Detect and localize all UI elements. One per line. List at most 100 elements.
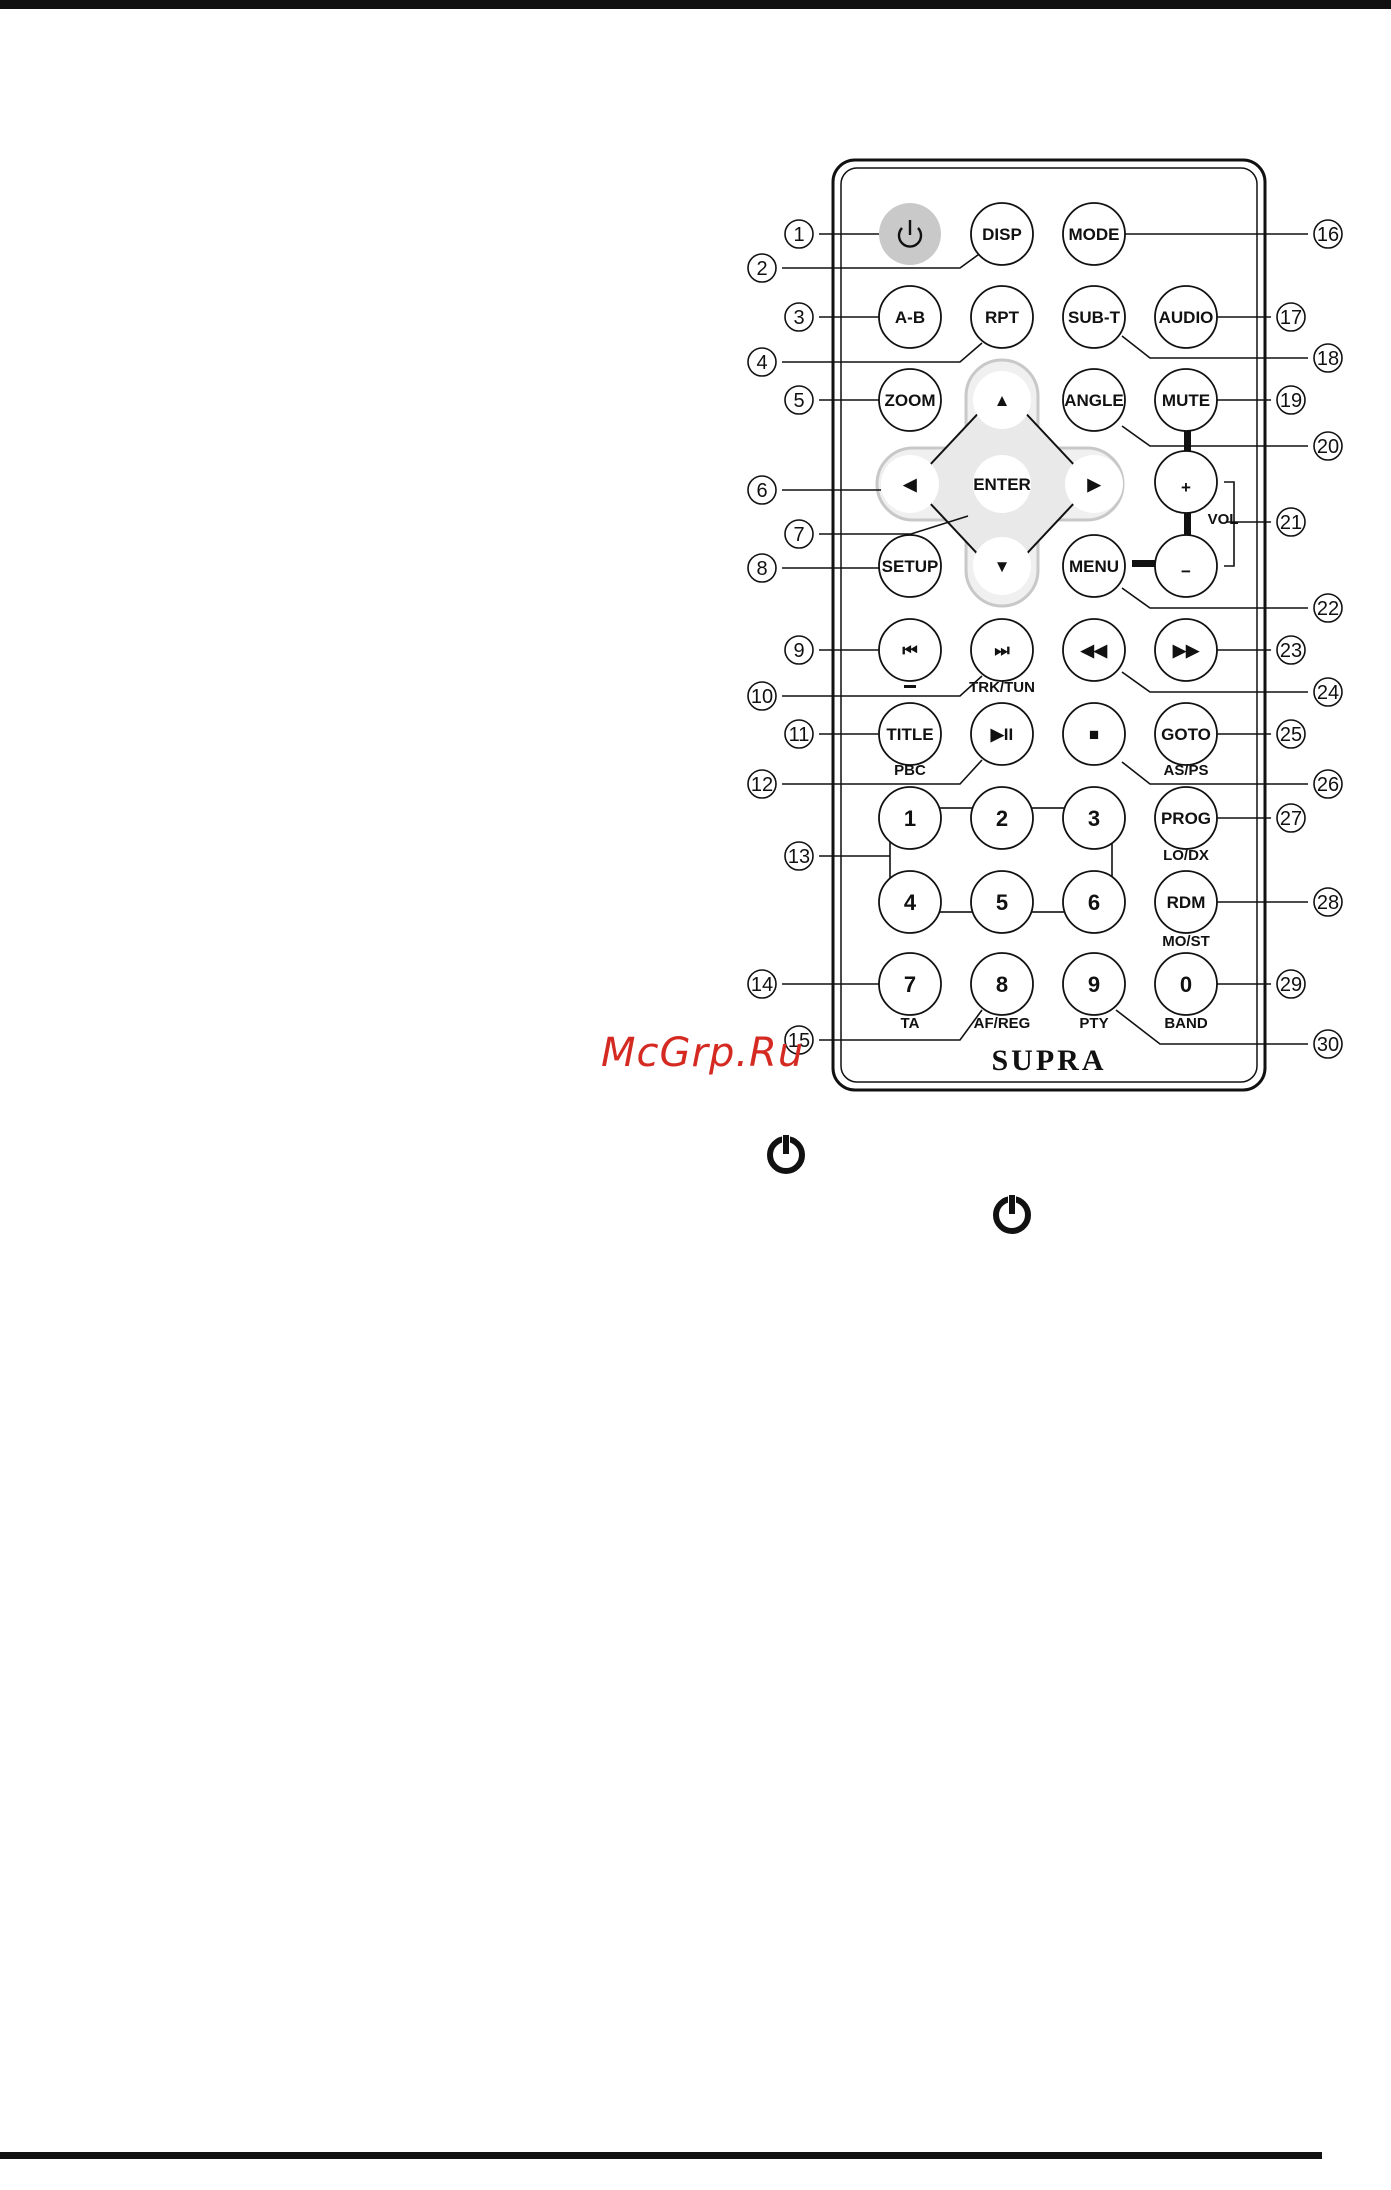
remote-button-disp[interactable]: DISP <box>971 203 1033 265</box>
as-ps-label: AS/PS <box>1163 762 1208 779</box>
button-label: 6 <box>1088 890 1100 915</box>
callout-number: 5 <box>793 390 804 412</box>
callout-number: 22 <box>1317 598 1339 620</box>
remote-button-zoom[interactable]: ZOOM <box>879 369 941 431</box>
remote-button-d8[interactable]: 8 <box>971 953 1033 1015</box>
remote-button-prev[interactable]: ⏮ <box>879 619 941 681</box>
remote-button-d0[interactable]: 0 <box>1155 953 1217 1015</box>
remote-button-mute[interactable]: MUTE <box>1155 369 1217 431</box>
button-label: RPT <box>985 308 1020 327</box>
trk-tun-label: TRK/TUN <box>969 679 1035 696</box>
button-label: MODE <box>1069 225 1120 244</box>
button-label: ◀ <box>902 475 917 494</box>
vol-label: VOL <box>1208 511 1239 528</box>
remote-button-d2[interactable]: 2 <box>971 787 1033 849</box>
brand-logo: SUPRA <box>991 1044 1106 1077</box>
remote-button-left[interactable]: ◀ <box>881 455 939 513</box>
remote-button-up[interactable]: ▲ <box>973 371 1031 429</box>
remote-button-d6[interactable]: 6 <box>1063 871 1125 933</box>
remote-button-goto[interactable]: GOTO <box>1155 703 1217 765</box>
remote-button-angle[interactable]: ANGLE <box>1063 369 1125 431</box>
remote-button-setup[interactable]: SETUP <box>879 535 941 597</box>
remote-button-d9[interactable]: 9 <box>1063 953 1125 1015</box>
callout-23: 23 <box>1277 636 1305 664</box>
callout-number: 21 <box>1280 512 1302 534</box>
remote-button-play-pause[interactable]: ▶II <box>971 703 1033 765</box>
button-label: ◀◀ <box>1080 641 1108 660</box>
remote-button-right[interactable]: ▶ <box>1065 455 1123 513</box>
callout-29: 29 <box>1277 970 1305 998</box>
callout-24: 24 <box>1314 678 1342 706</box>
callout-26: 26 <box>1314 770 1342 798</box>
callout-number: 30 <box>1317 1034 1339 1056</box>
remote-button-mode[interactable]: MODE <box>1063 203 1125 265</box>
remote-button-audio[interactable]: AUDIO <box>1155 286 1217 348</box>
callout-number: 17 <box>1280 307 1302 329</box>
callout-number: 8 <box>756 558 767 580</box>
remote-button-title[interactable]: TITLE <box>879 703 941 765</box>
button-label: 2 <box>996 806 1008 831</box>
button-label: 9 <box>1088 972 1100 997</box>
button-label: ENTER <box>973 475 1031 494</box>
button-label: GOTO <box>1161 725 1211 744</box>
callout-2: 2 <box>748 254 776 282</box>
remote-button-d4[interactable]: 4 <box>879 871 941 933</box>
button-label: − <box>1181 562 1191 581</box>
callout-27: 27 <box>1277 804 1305 832</box>
remote-button-down[interactable]: ▼ <box>973 537 1031 595</box>
button-label: ▼ <box>994 557 1011 576</box>
callout-number: 12 <box>751 774 773 796</box>
remote-button-enter[interactable]: ENTER <box>973 455 1031 513</box>
remote-button-power[interactable] <box>879 203 941 265</box>
callout-number: 10 <box>751 686 773 708</box>
button-label: 8 <box>996 972 1008 997</box>
remote-button-d5[interactable]: 5 <box>971 871 1033 933</box>
button-label: 7 <box>904 972 916 997</box>
button-label: MUTE <box>1162 391 1210 410</box>
callout-7: 7 <box>785 520 813 548</box>
remote-button-next[interactable]: ⏭ <box>971 619 1033 681</box>
button-label: A-B <box>895 308 925 327</box>
remote-button-d3[interactable]: 3 <box>1063 787 1125 849</box>
remote-button-d1[interactable]: 1 <box>879 787 941 849</box>
callout-21: 21 <box>1277 508 1305 536</box>
remote-button-d7[interactable]: 7 <box>879 953 941 1015</box>
power-icon <box>763 1130 809 1176</box>
remote-button-a-b[interactable]: A-B <box>879 286 941 348</box>
button-label: ▶ <box>1086 475 1101 494</box>
remote-button-sub-t[interactable]: SUB-T <box>1063 286 1125 348</box>
callout-number: 11 <box>789 724 810 746</box>
callout-number: 19 <box>1280 390 1302 412</box>
callout-25: 25 <box>1277 720 1305 748</box>
lo-dx-label: LO/DX <box>1163 847 1209 864</box>
remote-button-vol-minus[interactable]: − <box>1155 535 1217 597</box>
callout-8: 8 <box>748 554 776 582</box>
callout-number: 27 <box>1280 808 1302 830</box>
remote-button-vol-plus[interactable]: + <box>1155 451 1217 513</box>
callout-number: 29 <box>1280 974 1302 996</box>
callout-number: 25 <box>1280 724 1302 746</box>
remote-button-ff[interactable]: ▶▶ <box>1155 619 1217 681</box>
remote-button-menu[interactable]: MENU <box>1063 535 1125 597</box>
callout-14: 14 <box>748 970 776 998</box>
callout-number: 24 <box>1317 682 1339 704</box>
callout-number: 26 <box>1317 774 1339 796</box>
button-label: PROG <box>1161 809 1211 828</box>
button-label: MENU <box>1069 557 1119 576</box>
remote-button-rpt[interactable]: RPT <box>971 286 1033 348</box>
remote-button-rew[interactable]: ◀◀ <box>1063 619 1125 681</box>
remote-button-rdm[interactable]: RDM <box>1155 871 1217 933</box>
ta-label: TA <box>901 1015 920 1032</box>
button-label: 4 <box>904 890 917 915</box>
callout-6: 6 <box>748 476 776 504</box>
af-reg-label: AF/REG <box>974 1015 1031 1032</box>
callout-30: 30 <box>1314 1030 1342 1058</box>
button-label: 5 <box>996 890 1008 915</box>
callout-number: 13 <box>788 846 810 868</box>
button-label: TITLE <box>886 725 933 744</box>
callout-number: 23 <box>1280 640 1302 662</box>
remote-button-prog[interactable]: PROG <box>1155 787 1217 849</box>
callout-number: 20 <box>1317 436 1339 458</box>
remote-button-stop[interactable]: ■ <box>1063 703 1125 765</box>
button-label: ZOOM <box>885 391 936 410</box>
